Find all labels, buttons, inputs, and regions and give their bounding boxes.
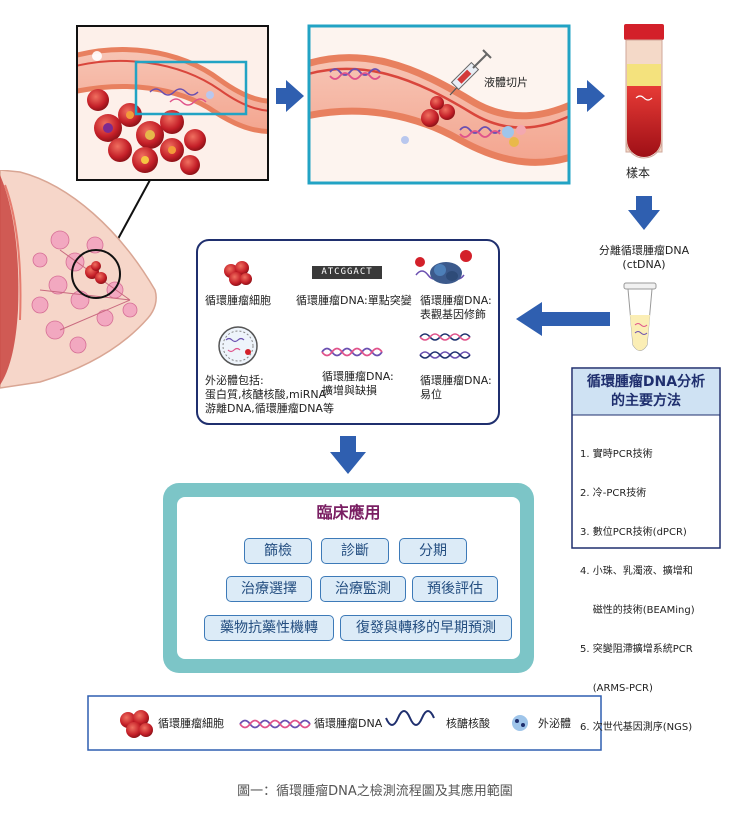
sequence-letters-icon — [312, 266, 382, 279]
legend-rna-label: 核醣核酸 — [446, 717, 490, 730]
legend-ctc-label: 循環腫瘤細胞 — [158, 717, 224, 730]
tumor-cell-cluster — [87, 89, 206, 175]
sequence-glyph: ATCGGACT — [321, 267, 373, 277]
legend-exosome-icon — [512, 715, 528, 731]
translocation-label: 循環腫瘤DNA: 易位 — [420, 374, 492, 402]
methods-item: (ARMS-PCR) — [580, 683, 653, 694]
methods-item: 2. 冷-PCR技術 — [580, 488, 647, 499]
legend-ctc-icon — [120, 710, 153, 738]
methods-list: 1. 實時PCR技術 2. 冷-PCR技術 3. 數位PCR技術(dPCR) 4… — [580, 422, 718, 747]
exosome-label: 外泌體包括: 蛋白質,核醣核酸,miRNA 游離DNA,循環腫瘤DNA等 — [205, 374, 334, 416]
clinical-pill-prognosis: 預後評估 — [412, 576, 498, 602]
exo-line2: 蛋白質,核醣核酸,miRNA — [205, 388, 327, 401]
methods-title-line1: 循環腫瘤DNA分析 — [586, 374, 706, 390]
syringe-icon — [449, 49, 492, 96]
trans-line1: 循環腫瘤DNA: — [420, 374, 492, 387]
translocation-dna-icon — [419, 333, 471, 359]
zoom-highlight — [134, 60, 248, 116]
arrow-right-icon — [577, 80, 605, 112]
clinical-pill-treatment-monitoring: 治療監測 — [320, 576, 406, 602]
clinical-pill-drug-resistance: 藥物抗藥性機轉 — [204, 615, 334, 641]
epigenetic-label: 循環腫瘤DNA: 表觀基因修飾 — [420, 294, 492, 322]
legend-ctdna-label: 循環腫瘤DNA — [314, 717, 383, 730]
methods-item: 1. 實時PCR技術 — [580, 449, 653, 460]
methods-item: 4. 小珠、乳濁液、擴增和 — [580, 566, 693, 577]
epigenetic-histone-icon — [415, 250, 472, 284]
exosome-icon — [218, 326, 258, 366]
amplification-label: 循環腫瘤DNA: 擴增與缺損 — [322, 370, 394, 398]
figure-caption: 圖一：循環腫瘤DNA之檢測流程圖及其應用範圍 — [237, 784, 513, 799]
liquid-biopsy-illustration — [307, 24, 571, 185]
epi-line2: 表觀基因修飾 — [420, 308, 486, 321]
liquid-biopsy-label: 液體切片 — [484, 76, 528, 89]
clinical-pill-screening: 篩檢 — [244, 538, 312, 564]
arrow-down-icon — [628, 196, 660, 230]
methods-item: 5. 突變阻滯擴增系統PCR — [580, 644, 693, 655]
separate-ctdna-line1: 分離循環腫瘤DNA — [598, 244, 690, 257]
methods-item: 6. 次世代基因測序(NGS) — [580, 722, 693, 733]
legend-ctdna-icon — [239, 719, 311, 729]
ctdna-forms-panel — [196, 239, 500, 425]
snv-label: 循環腫瘤DNA:單點突變 — [296, 294, 412, 307]
methods-item: 3. 數位PCR技術(dPCR) — [580, 527, 687, 538]
clinical-pill-staging: 分期 — [399, 538, 467, 564]
legend-rna-icon — [385, 710, 435, 726]
blood-tube-icon — [624, 24, 664, 159]
arrow-left-icon — [516, 302, 610, 336]
clinical-title: 臨床應用 — [316, 503, 381, 522]
amp-line2: 擴增與缺損 — [322, 384, 377, 397]
amplification-dna-icon — [321, 347, 383, 357]
sample-label: 樣本 — [626, 166, 651, 180]
tumor-vessel-illustration — [76, 25, 269, 181]
methods-item: 磁性的技術(BEAMing) — [580, 605, 695, 616]
lesion-circle — [71, 249, 121, 299]
clinical-pill-treatment-selection: 治療選擇 — [226, 576, 312, 602]
methods-title-line2: 的主要方法 — [611, 393, 681, 409]
methods-title: 循環腫瘤DNA分析 的主要方法 — [573, 373, 719, 411]
ctc-cluster-icon — [224, 261, 252, 286]
clinical-pill-diagnosis: 診斷 — [321, 538, 389, 564]
clinical-pill-early-prediction: 復發與轉移的早期預測 — [340, 615, 512, 641]
ctc-label: 循環腫瘤細胞 — [205, 294, 271, 307]
exo-line3: 游離DNA,循環腫瘤DNA等 — [205, 402, 334, 415]
amp-line1: 循環腫瘤DNA: — [322, 370, 394, 383]
epi-line1: 循環腫瘤DNA: — [420, 294, 492, 307]
separate-ctdna-label: 分離循環腫瘤DNA (ctDNA) — [594, 244, 694, 272]
arrow-right-icon — [276, 80, 304, 112]
trans-line2: 易位 — [420, 388, 442, 401]
breast-anatomy-illustration — [0, 170, 157, 389]
legend-exosome-label: 外泌體 — [538, 717, 571, 730]
separate-ctdna-line2: (ctDNA) — [622, 258, 666, 271]
exo-line1: 外泌體包括: — [205, 374, 264, 387]
microtube-icon — [623, 282, 657, 351]
arrow-down-icon — [330, 436, 366, 474]
